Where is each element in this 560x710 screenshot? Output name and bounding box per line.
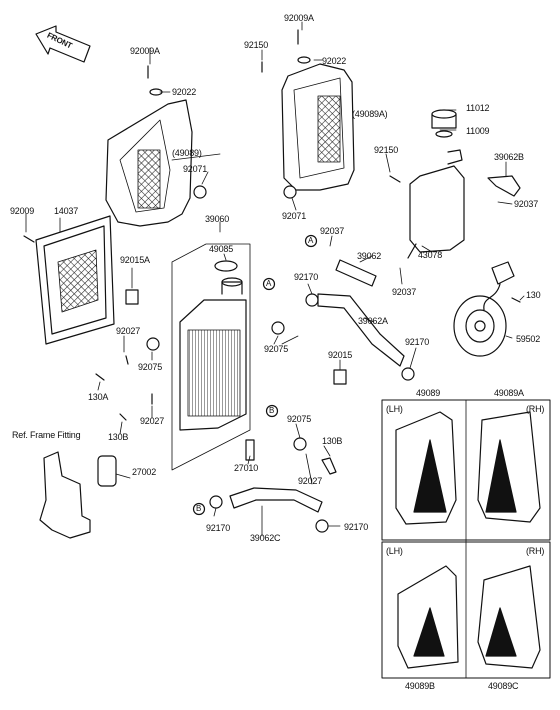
part-label-92009A: 92009A bbox=[284, 13, 314, 23]
inset-boxes bbox=[381, 399, 551, 679]
part-label-92075: 92075 bbox=[264, 344, 289, 354]
part-label-92015A: 92015A bbox=[120, 255, 150, 265]
callout-circles bbox=[192, 234, 318, 516]
reserve-tank bbox=[407, 109, 465, 259]
part-label-11009: 11009 bbox=[466, 126, 490, 136]
callout-a: A bbox=[266, 279, 272, 288]
callout-b: B bbox=[196, 504, 202, 513]
part-label-92022: 92022 bbox=[172, 87, 197, 97]
part-label-92150: 92150 bbox=[244, 40, 269, 50]
part-label-130: 130 bbox=[526, 290, 541, 300]
callout-a: A bbox=[308, 236, 314, 245]
small-fittings bbox=[125, 56, 415, 533]
part-label-92037: 92037 bbox=[514, 199, 539, 209]
part-label-92150: 92150 bbox=[374, 145, 399, 155]
part-label-49089C: 49089C bbox=[488, 681, 519, 691]
frame-fitting bbox=[39, 451, 117, 539]
inset-label-rh: (RH) bbox=[526, 404, 545, 414]
inset-label-rh: (RH) bbox=[526, 546, 545, 556]
ref-frame-fitting-label: Ref. Frame Fitting bbox=[12, 430, 81, 440]
bolts bbox=[23, 29, 521, 421]
inset-label-lh: (LH) bbox=[386, 404, 403, 414]
part-label-130A: 130A bbox=[88, 392, 109, 402]
part-label-92170: 92170 bbox=[294, 272, 319, 282]
front-arrow-icon bbox=[35, 25, 91, 63]
leader-lines bbox=[25, 21, 525, 537]
part-label-39062B: 39062B bbox=[494, 152, 524, 162]
callout-b: B bbox=[269, 406, 275, 415]
part-label-92075: 92075 bbox=[138, 362, 163, 372]
part-label-39060: 39060 bbox=[205, 214, 230, 224]
part-label-92027: 92027 bbox=[116, 326, 141, 336]
part-label-92015: 92015 bbox=[328, 350, 353, 360]
inset-label-lh: (LH) bbox=[386, 546, 403, 556]
left-shroud bbox=[105, 99, 193, 227]
part-label-92071: 92071 bbox=[282, 211, 307, 221]
part-label-49089: (49089) bbox=[172, 148, 202, 158]
part-label-92170: 92170 bbox=[344, 522, 369, 532]
part-label-39062A: 39062A bbox=[358, 316, 388, 326]
radiator-grille bbox=[35, 215, 115, 345]
part-label-49089A: (49089A) bbox=[352, 109, 388, 119]
part-label-92027: 92027 bbox=[298, 476, 323, 486]
part-label-92009: 92009 bbox=[10, 206, 35, 216]
part-label-92027: 92027 bbox=[140, 416, 165, 426]
part-label-130B: 130B bbox=[322, 436, 343, 446]
part-label-27010: 27010 bbox=[234, 463, 259, 473]
part-label-39062: 39062 bbox=[357, 251, 382, 261]
radiator-fan bbox=[453, 261, 515, 357]
part-label-49089B: 49089B bbox=[405, 681, 435, 691]
part-label-92075: 92075 bbox=[287, 414, 312, 424]
part-label-43078: 43078 bbox=[418, 250, 443, 260]
part-label-130B: 130B bbox=[108, 432, 129, 442]
part-label-92037: 92037 bbox=[320, 226, 345, 236]
part-label-49089A: 49089A bbox=[494, 388, 524, 398]
part-label-11012: 11012 bbox=[466, 103, 490, 113]
part-label-39062C: 39062C bbox=[250, 533, 281, 543]
hoses bbox=[229, 175, 521, 513]
part-label-92071: 92071 bbox=[183, 164, 208, 174]
part-label-92022: 92022 bbox=[322, 56, 347, 66]
part-label-92037: 92037 bbox=[392, 287, 417, 297]
part-label-14037: 14037 bbox=[54, 206, 79, 216]
radiator bbox=[171, 243, 251, 471]
part-label-49085: 49085 bbox=[209, 244, 234, 254]
part-label-49089: 49089 bbox=[416, 388, 441, 398]
right-shroud bbox=[281, 63, 355, 191]
part-label-59502: 59502 bbox=[516, 334, 541, 344]
part-label-92170: 92170 bbox=[405, 337, 430, 347]
part-label-92170: 92170 bbox=[206, 523, 231, 533]
part-label-27002: 27002 bbox=[132, 467, 157, 477]
part-label-92009A: 92009A bbox=[130, 46, 160, 56]
